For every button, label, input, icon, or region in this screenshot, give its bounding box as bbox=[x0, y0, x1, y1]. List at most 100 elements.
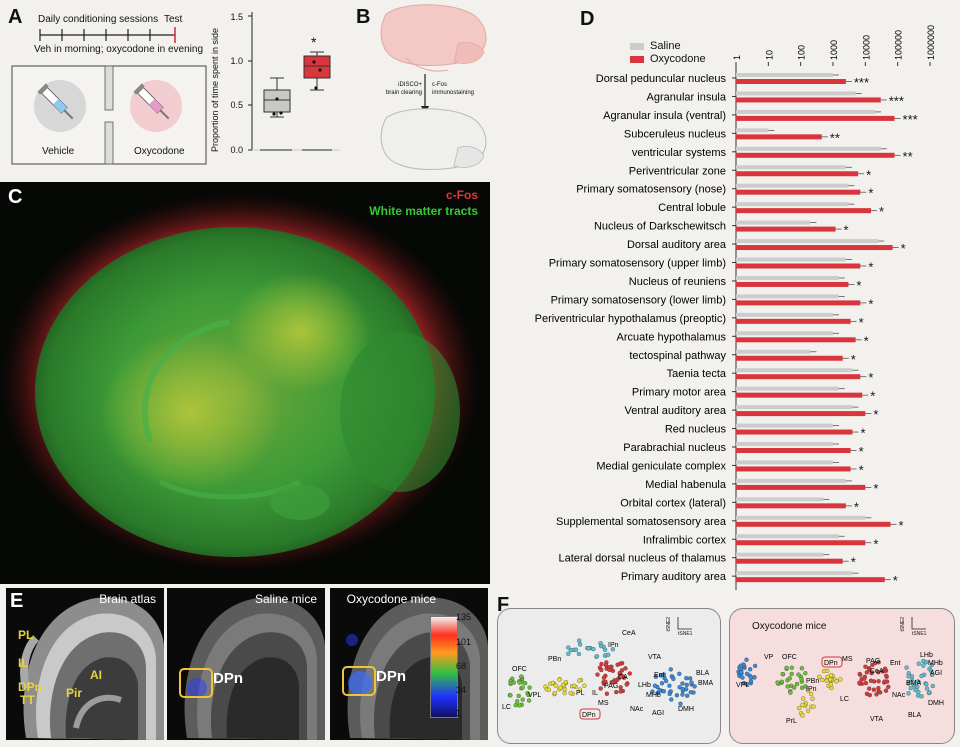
tsne-region-label: NAc bbox=[892, 692, 906, 699]
tsne-region-label: PAG bbox=[866, 658, 880, 665]
tsne-point bbox=[780, 671, 785, 677]
significance-marker: * bbox=[854, 499, 859, 514]
tsne-point bbox=[653, 674, 658, 679]
bar-oxycodone bbox=[736, 466, 851, 472]
category-label: Ventral auditory area bbox=[624, 405, 726, 417]
tsne-point bbox=[904, 665, 909, 670]
bar-saline bbox=[736, 497, 824, 502]
saline-heatmap-image: Saline mice DPn bbox=[167, 588, 325, 740]
tsne-region-label: BMA bbox=[906, 680, 922, 687]
tsne-point bbox=[684, 682, 689, 688]
tsne-point bbox=[511, 680, 516, 685]
tsne-point bbox=[876, 670, 881, 675]
x-tick-label: 10000 bbox=[861, 35, 871, 60]
atlas-region-il: IL bbox=[18, 656, 29, 670]
tsne-dpn-label: DPn bbox=[582, 712, 596, 719]
tsne-region-label: Ent bbox=[890, 660, 901, 667]
bar-oxycodone bbox=[736, 300, 861, 306]
bar-oxycodone bbox=[736, 226, 836, 232]
panel-label-e: E bbox=[10, 590, 24, 612]
tsne-point bbox=[513, 703, 518, 708]
x-tick-label: 10 bbox=[764, 50, 774, 60]
oxycodone-label: Oxycodone bbox=[134, 146, 185, 157]
tsne-region-label: MHb bbox=[928, 660, 943, 667]
tsne-region-label: DMH bbox=[678, 706, 694, 713]
bar-saline bbox=[736, 368, 853, 373]
tsne-point bbox=[667, 691, 672, 697]
tsne-point bbox=[828, 673, 834, 678]
category-label: Red nucleus bbox=[665, 424, 727, 436]
tsne-region-label: LHb bbox=[638, 682, 651, 689]
tsne-region-label: PBn bbox=[548, 656, 561, 663]
tsne-point bbox=[787, 676, 792, 681]
bar-oxycodone bbox=[736, 484, 866, 490]
bar-saline bbox=[736, 128, 769, 133]
lightsheet-brain-image bbox=[0, 192, 480, 572]
tsne-point bbox=[688, 676, 693, 681]
tsne-point bbox=[799, 666, 805, 671]
atlas-region-ai: AI bbox=[90, 668, 102, 682]
tsne-point bbox=[801, 696, 806, 701]
boxplot-y-axis-label: Proportion of time spent in side bbox=[210, 27, 220, 152]
category-label: Arcuate hypothalamus bbox=[617, 331, 727, 343]
significance-marker: * bbox=[901, 241, 906, 256]
tsne-region-label: IPn bbox=[608, 642, 619, 649]
tsne-point bbox=[604, 691, 610, 696]
tsne-point bbox=[667, 683, 672, 688]
tsne-point bbox=[817, 674, 822, 680]
tsne-point bbox=[668, 667, 673, 672]
tsne-point bbox=[882, 666, 888, 671]
tsne-point bbox=[744, 671, 750, 676]
tsne-point bbox=[614, 689, 619, 695]
significance-marker: *** bbox=[889, 93, 904, 108]
tsne-point bbox=[748, 667, 753, 672]
tsne-point bbox=[738, 663, 744, 668]
significance-marker: * bbox=[859, 462, 864, 477]
tsne-point bbox=[863, 664, 868, 669]
tsne-point bbox=[692, 684, 697, 689]
significance-marker: * bbox=[868, 260, 873, 275]
significance-marker: * bbox=[870, 389, 875, 404]
significance-marker: * bbox=[868, 186, 873, 201]
tsne-point bbox=[550, 680, 556, 686]
tsne-point bbox=[650, 689, 655, 694]
panel-label-a: A bbox=[8, 6, 23, 28]
tsne-point bbox=[825, 674, 830, 680]
brain-clearing-text-1: iDISCO+ bbox=[398, 82, 422, 88]
tsne-point bbox=[599, 661, 604, 667]
tsne-point bbox=[520, 685, 525, 690]
tsne-point bbox=[652, 683, 658, 688]
significance-marker: * bbox=[873, 481, 878, 496]
tsne-region-label: IL bbox=[592, 690, 598, 697]
tsne-point bbox=[546, 687, 552, 692]
tsne-dpn-highlight bbox=[821, 656, 843, 668]
tsne-point bbox=[566, 651, 571, 656]
tsne-point bbox=[661, 672, 666, 677]
category-label: Lateral dorsal nucleus of thalamus bbox=[558, 553, 726, 565]
colorbar bbox=[430, 616, 458, 718]
tsne-point bbox=[924, 686, 930, 691]
tsne-point bbox=[517, 680, 522, 685]
tsne-point bbox=[615, 662, 620, 667]
tsne-dpn-highlight bbox=[579, 708, 601, 720]
bar-saline bbox=[736, 202, 849, 207]
bar-saline bbox=[736, 386, 839, 391]
atlas-region-dpn: DPn bbox=[18, 680, 42, 694]
significance-marker: * bbox=[859, 444, 864, 459]
bar-saline bbox=[736, 312, 833, 317]
atlas-title: Brain atlas bbox=[99, 592, 156, 606]
saline-dpn-label: DPn bbox=[213, 670, 243, 687]
boxplot-significance: * bbox=[311, 34, 317, 50]
legend-saline-swatch bbox=[630, 42, 644, 50]
category-label: Periventricular hypothalamus (preoptic) bbox=[535, 313, 726, 325]
bar-saline bbox=[736, 515, 866, 520]
tsne-point bbox=[688, 690, 693, 695]
tsne-point bbox=[566, 645, 571, 650]
tsne-point bbox=[929, 662, 934, 668]
oxy-dpn-highlight bbox=[342, 666, 376, 696]
tsne-point bbox=[883, 688, 889, 693]
tsne-point bbox=[788, 690, 793, 695]
panel-label-d: D bbox=[580, 8, 595, 30]
oxy-axis-y: tSNE2 bbox=[900, 617, 906, 632]
tsne-point bbox=[598, 686, 603, 691]
